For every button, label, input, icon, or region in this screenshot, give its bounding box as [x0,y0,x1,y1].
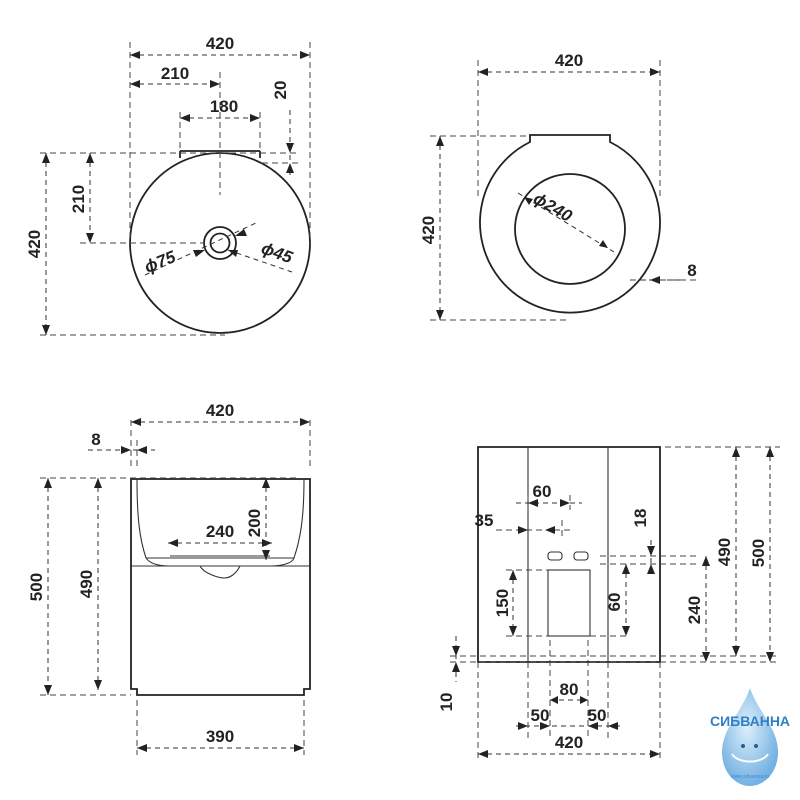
bowl-lip [145,557,295,567]
top-view-outline [129,152,311,334]
base-to-holes-label: 240 [685,596,704,624]
side-wall-label: 8 [91,430,100,449]
bottom-height-label: 420 [419,216,438,244]
logo-url: www.sibvanna.ru [731,774,769,780]
face-eye-icon [754,744,758,748]
plinth-label: 10 [437,693,456,712]
water-drop-icon [722,688,778,786]
drain-profile [170,555,270,579]
hole-depth-label: 18 [631,509,650,528]
outer-diameter-label: ϕ75 [142,247,179,277]
panel-offset-label: 60 [605,593,624,612]
hole-offset-label: 35 [475,511,494,530]
top-view: 420 210 180 20 420 210 ϕ75 ϕ45 [25,34,311,336]
top-width-label: 420 [206,34,234,53]
side-inner-height-label: 490 [77,570,96,598]
front-width-label: 420 [555,733,583,752]
drain-outer [203,226,237,260]
top-view-tap-ledge [179,150,261,158]
top-half-width-label: 210 [161,64,189,83]
bowl-circle [514,173,626,285]
rim-offset-label: 20 [271,81,290,100]
side-view-outline [130,478,311,696]
side-height-label: 500 [27,573,46,601]
right-gap-label: 50 [588,706,607,725]
bowl-diameter-label: ϕ240 [530,189,576,226]
front-view: 60 35 18 150 60 240 490 500 [437,446,780,760]
bottom-view-outline [479,134,661,314]
bottom-view: 420 420 ϕ240 8 [419,51,700,321]
bowl-width-label: 240 [206,522,234,541]
service-opening [547,569,591,637]
tap-hole-right [573,551,589,561]
sibvanna-logo: СИБВАННА www.sibvanna.ru [710,688,790,786]
front-height-label: 500 [749,539,768,567]
tap-spacing-label: 180 [210,97,238,116]
face-eye-icon [741,744,745,748]
side-width-label: 420 [206,401,234,420]
bowl-depth-label: 200 [245,509,264,537]
opening-width-label: 60 [533,482,552,501]
panel-height-label: 150 [493,589,512,617]
center-offset-label: 210 [69,185,88,213]
bowl-profile [136,478,305,559]
bottom-width-label: 420 [555,51,583,70]
bottom-wall-label: 8 [687,261,696,280]
slot-width-label: 80 [560,680,579,699]
logo-name: СИБВАННА [710,713,790,729]
left-gap-label: 50 [531,706,550,725]
base-width-label: 390 [206,727,234,746]
drain-diameter-label: ϕ45 [259,238,296,267]
bathtub-icon [731,753,769,763]
tap-hole-left [547,551,563,561]
front-inner-height-label: 490 [715,538,734,566]
drain-inner [209,232,231,254]
front-view-outline [477,446,661,663]
side-view: 420 8 500 490 240 200 390 [27,401,311,755]
top-height-label: 420 [25,230,44,258]
